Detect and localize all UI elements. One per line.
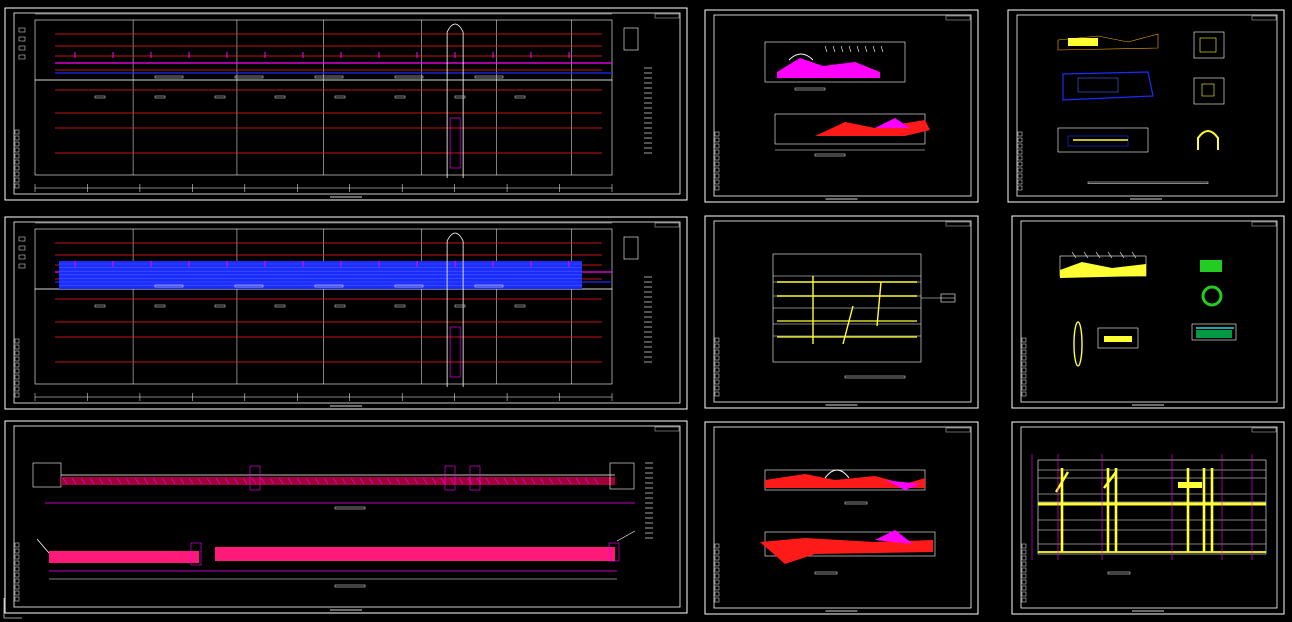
drawing-sheet-s3[interactable] [4,420,688,614]
drawing-sheet-s8[interactable] [1011,215,1285,409]
sheet-hit-s1[interactable] [5,8,687,200]
sheet-hit-s5[interactable] [705,216,978,408]
sheet-hit-s9[interactable] [1012,422,1284,614]
drawing-sheet-s4[interactable] [704,9,979,203]
sheet-hit-s8[interactable] [1012,216,1284,408]
drawing-sheet-s6[interactable] [704,421,979,615]
sheet-hit-s3[interactable] [5,421,687,613]
drawing-sheet-s2[interactable] [4,216,688,410]
sheet-hit-s6[interactable] [705,422,978,614]
drawing-sheet-s5[interactable] [704,215,979,409]
drawing-sheet-s7[interactable] [1007,9,1285,203]
sheet-hit-s2[interactable] [5,217,687,409]
sheet-hit-s7[interactable] [1008,10,1284,202]
drawing-sheet-s9[interactable] [1011,421,1285,615]
ucs-icon [3,598,22,619]
drawing-sheet-s1[interactable] [4,7,688,201]
sheet-hit-s4[interactable] [705,10,978,202]
